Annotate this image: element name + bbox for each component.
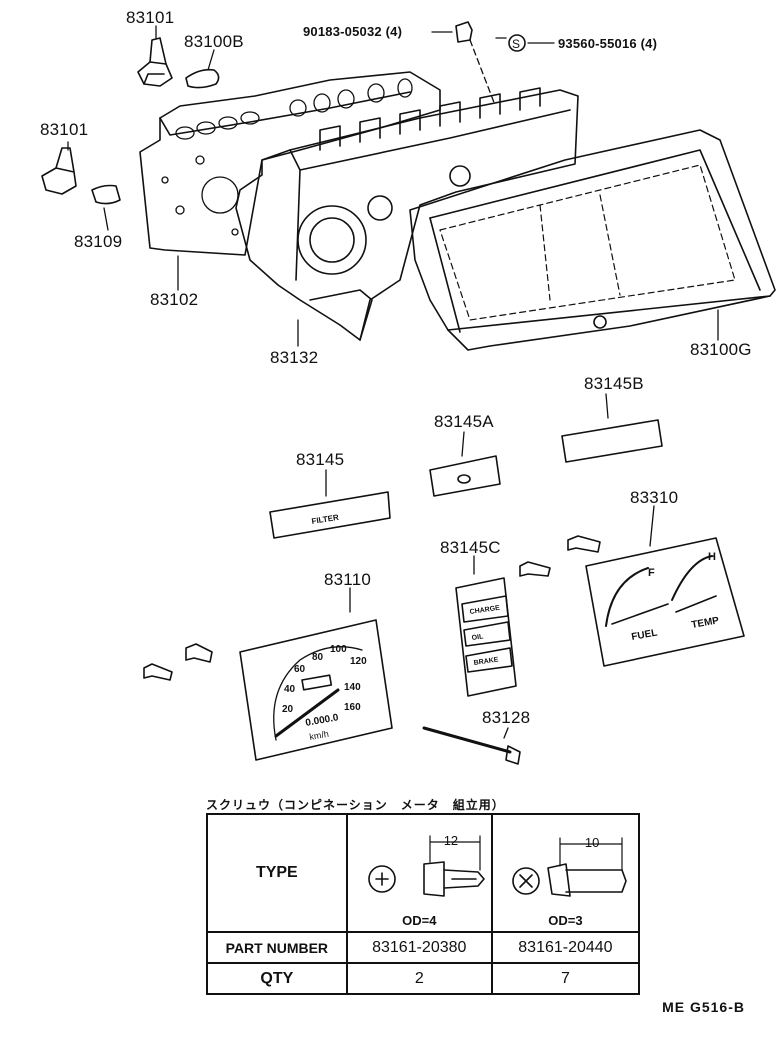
dim-label-2: 10 [584,835,600,850]
speed-tick-label: 140 [344,682,361,693]
svg-text:S: S [512,37,520,51]
speed-tick-label: 20 [282,704,294,715]
indicator-plate-83145B [561,419,663,463]
od-label-2: OD=3 [548,913,583,928]
fuel-label-text: FUEL [631,628,659,643]
label-93560-55016: 93560-55016 (4) [558,36,658,51]
part-number-2: 83161-20440 [490,931,641,964]
indicator-plate-83145A [429,455,501,497]
od-label-1: OD=4 [402,913,437,928]
label-83102: 83102 [150,290,199,309]
bulb-83109 [91,184,121,205]
label-83101-left: 83101 [40,120,89,139]
label-83128: 83128 [482,708,531,727]
label-83100B: 83100B [184,32,244,51]
qty-header: QTY [206,962,348,995]
qty-2: 7 [490,962,641,995]
indicator-plate-83145C: CHARGE OIL BRAKE [455,577,517,697]
circuit-plate-83102 [139,71,441,256]
dim-label-1: 12 [443,833,459,848]
meter-lens-83100G [409,129,776,351]
type-cell-1: 12 OD=4 [345,813,493,933]
table-caption: スクリュウ（コンピネーション メータ 組立用） [206,798,505,812]
label-90183-05032: 90183-05032 (4) [303,24,403,39]
screw-spec-table: TYPE 12 OD=4 10 OD=3 PART NUMBER 83161-2… [206,813,641,995]
qty-1: 2 [345,962,493,995]
bulb-83100B [185,68,220,89]
bolt-90183-icon [455,21,473,43]
speed-unit-text: km/h [309,729,330,742]
label-83310: 83310 [630,488,679,507]
screws-83110 [143,643,213,681]
label-83101-top: 83101 [126,8,175,27]
leader-lines [67,25,719,739]
speed-tick-label: 160 [344,702,361,713]
odometer-text: 0.000.0 [305,712,340,729]
label-83145A: 83145A [434,412,494,431]
fuel-temp-gauge-83310: F H FUEL TEMP [585,537,745,667]
meter-housing-83132 [235,87,579,341]
speed-tick-label: 100 [330,644,347,655]
screws-83310 [519,535,601,577]
bulb-socket-83101-left [41,147,77,195]
type-cell-2: 10 OD=3 [490,813,641,933]
type-header: TYPE [206,813,348,933]
fuel-f-text: F [648,567,655,579]
label-83109: 83109 [74,232,123,251]
drawing-code: ME G516-B [662,999,745,1015]
part-number-header: PART NUMBER [206,931,348,964]
plate-c-brake: BRAKE [473,657,499,667]
plate-83145-text: FILTER [311,513,340,526]
speed-tick-label: 40 [284,684,296,695]
bulb-socket-83101-top [137,37,173,87]
screw-93560-icon: S [508,34,526,52]
temp-label-text: TEMP [691,615,721,631]
temp-h-text: H [708,551,716,563]
plate-c-charge: CHARGE [469,605,500,616]
label-83145: 83145 [296,450,345,469]
label-83145C: 83145C [440,538,501,557]
indicator-plate-83145: FILTER [269,491,391,539]
label-83110: 83110 [324,570,372,589]
part-number-1: 83161-20380 [345,931,493,964]
plate-c-oil: OIL [471,633,484,642]
label-83132: 83132 [270,348,319,367]
label-83100G: 83100G [690,340,752,359]
speed-tick-label: 60 [294,664,306,675]
reset-knob-83128 [422,726,521,765]
speed-tick-label: 80 [312,652,324,663]
speed-tick-label: 120 [350,656,367,667]
label-83145B: 83145B [584,374,644,393]
